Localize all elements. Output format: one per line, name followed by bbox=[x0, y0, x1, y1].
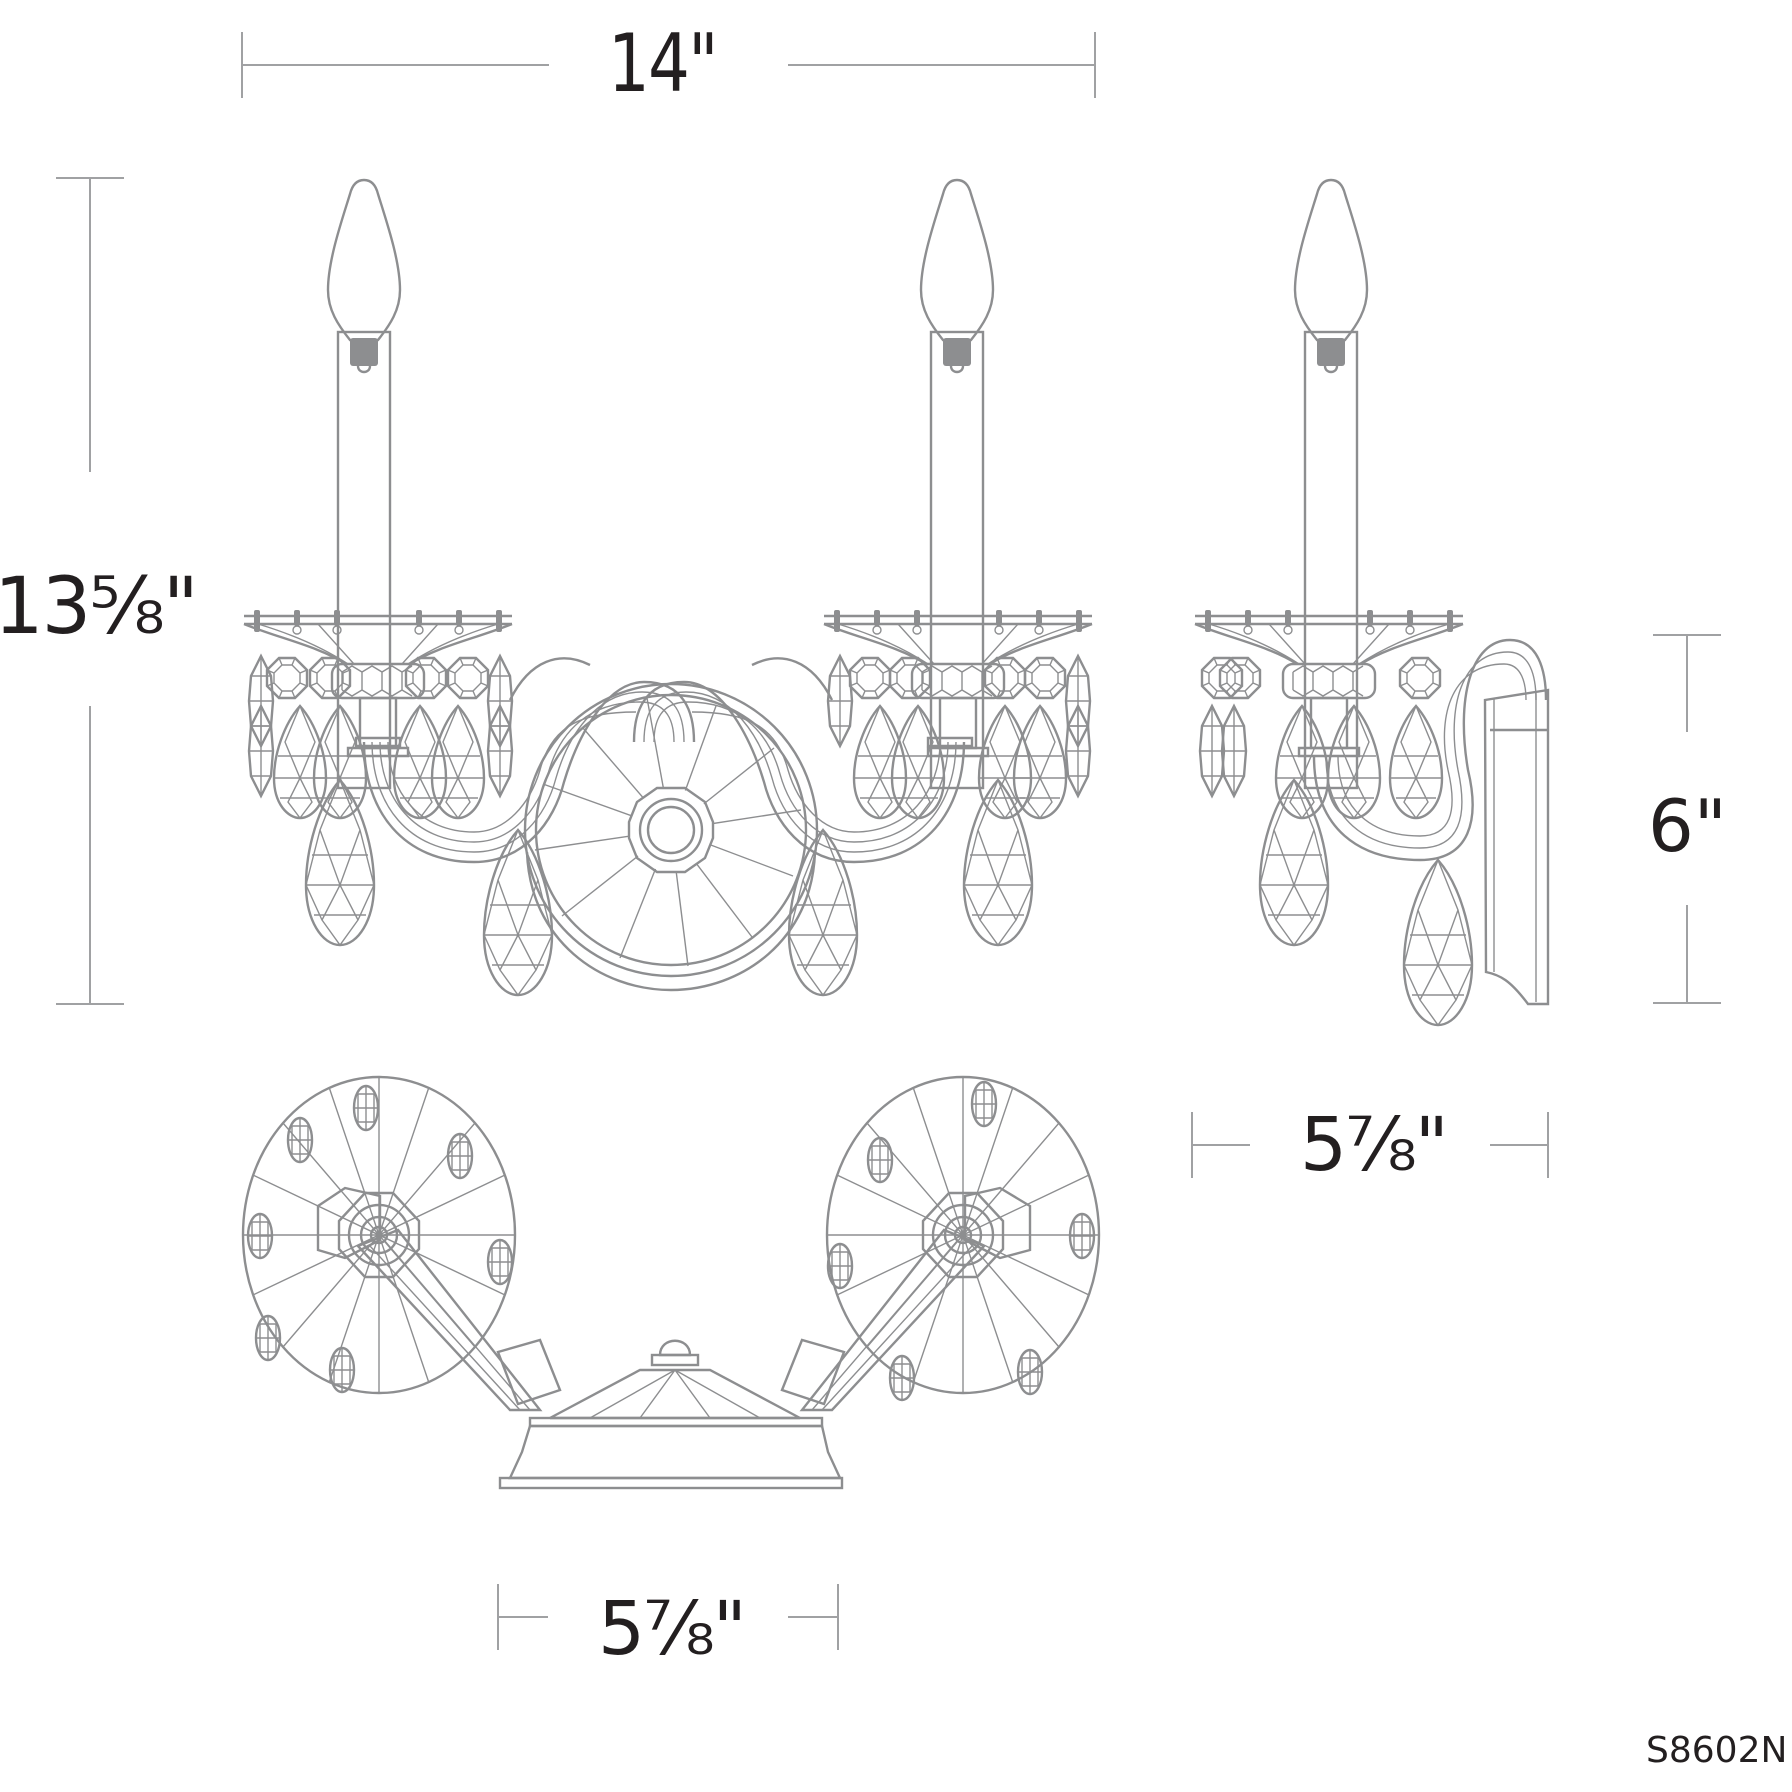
side-elevation bbox=[1193, 178, 1550, 1027]
extension-depth-label: 5⅞" bbox=[1300, 1102, 1449, 1188]
dim-height-6 bbox=[1653, 634, 1721, 1004]
dim-height-1358 bbox=[56, 177, 124, 1005]
overall-height-label: 13⅝" bbox=[0, 562, 199, 652]
top-plan-view bbox=[241, 1075, 1101, 1490]
backplate-width-label: 5⅞" bbox=[598, 1586, 747, 1672]
front-elevation bbox=[242, 178, 1094, 997]
dim-width-14 bbox=[241, 32, 1096, 98]
dim-backplate-578 bbox=[497, 1584, 839, 1650]
overall-width-label: 14" bbox=[608, 17, 718, 110]
model-number: S8602N bbox=[1646, 1730, 1788, 1771]
backplate-height-label: 6" bbox=[1648, 784, 1727, 868]
dim-depth-578 bbox=[1191, 1112, 1549, 1178]
